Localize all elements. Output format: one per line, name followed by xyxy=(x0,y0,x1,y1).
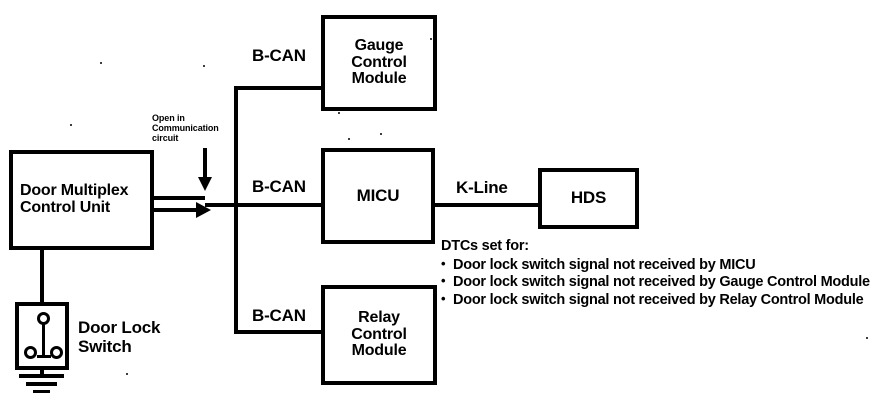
door-lock-switch-symbol xyxy=(15,302,69,370)
wire-kline-micu-hds xyxy=(435,203,540,207)
arrow-open-circuit-shaft xyxy=(203,148,207,178)
scan-speck xyxy=(126,373,128,375)
switch-arm-horizontal xyxy=(37,355,51,358)
scan-speck xyxy=(203,65,205,67)
door-lock-switch-label: Door Lock Switch xyxy=(78,318,161,356)
dtc-note-title: DTCs set for: xyxy=(441,238,529,254)
gauge-control-module-box: Gauge Control Module xyxy=(321,15,437,111)
hds-box: HDS xyxy=(538,168,639,229)
scan-speck xyxy=(430,38,432,40)
wire-dmcu-to-switch xyxy=(40,250,44,304)
scan-speck xyxy=(380,133,382,135)
wire-dmcu-arrow-shaft xyxy=(153,208,198,212)
door-multiplex-control-unit-label: Door Multiplex Control Unit xyxy=(20,182,129,216)
switch-terminal-lock-icon xyxy=(24,346,37,359)
scan-speck xyxy=(866,337,868,339)
dtc-note-list: Door lock switch signal not received by … xyxy=(441,256,891,310)
bcan-label-gauge: B-CAN xyxy=(252,46,306,65)
micu-box: MICU xyxy=(321,148,435,244)
dtc-note-item: Door lock switch signal not received by … xyxy=(441,256,891,275)
scan-speck xyxy=(348,138,350,140)
wire-dmcu-output xyxy=(153,196,205,200)
switch-terminal-unlock-icon xyxy=(50,346,63,359)
wire-bcan-backbone xyxy=(234,86,238,334)
bcan-label-micu: B-CAN xyxy=(252,177,306,196)
relay-control-module-box: Relay Control Module xyxy=(321,285,437,385)
wire-bcan-branch-relay xyxy=(234,330,323,334)
scan-speck xyxy=(338,112,340,114)
wire-bcan-branch-gauge xyxy=(234,86,323,90)
switch-terminal-common-icon xyxy=(37,312,50,325)
scan-speck xyxy=(70,124,72,126)
dtc-note-item: Door lock switch signal not received by … xyxy=(441,273,891,292)
wire-main-bus-to-micu xyxy=(205,203,323,207)
ground-bar-1-icon xyxy=(19,374,64,378)
bcan-label-relay: B-CAN xyxy=(252,306,306,325)
door-multiplex-control-unit-box: Door Multiplex Control Unit xyxy=(9,150,154,250)
scan-speck xyxy=(100,62,102,64)
gauge-control-module-label: Gauge Control Module xyxy=(351,36,407,88)
switch-arm-vertical xyxy=(42,324,45,357)
ground-bar-3-icon xyxy=(33,390,50,393)
ground-bar-2-icon xyxy=(26,382,57,386)
dtc-note-block: DTCs set for: Door lock switch signal no… xyxy=(441,238,891,310)
dtc-note-item: Door lock switch signal not received by … xyxy=(441,291,891,310)
open-circuit-annotation-label: Open in Communication circuit xyxy=(152,113,219,144)
wire-switch-to-ground xyxy=(40,366,44,376)
kline-label: K-Line xyxy=(456,178,508,197)
hds-label: HDS xyxy=(570,188,607,208)
micu-label: MICU xyxy=(356,185,400,205)
arrow-open-circuit-head-icon xyxy=(198,177,212,191)
relay-control-module-label: Relay Control Module xyxy=(351,308,407,360)
